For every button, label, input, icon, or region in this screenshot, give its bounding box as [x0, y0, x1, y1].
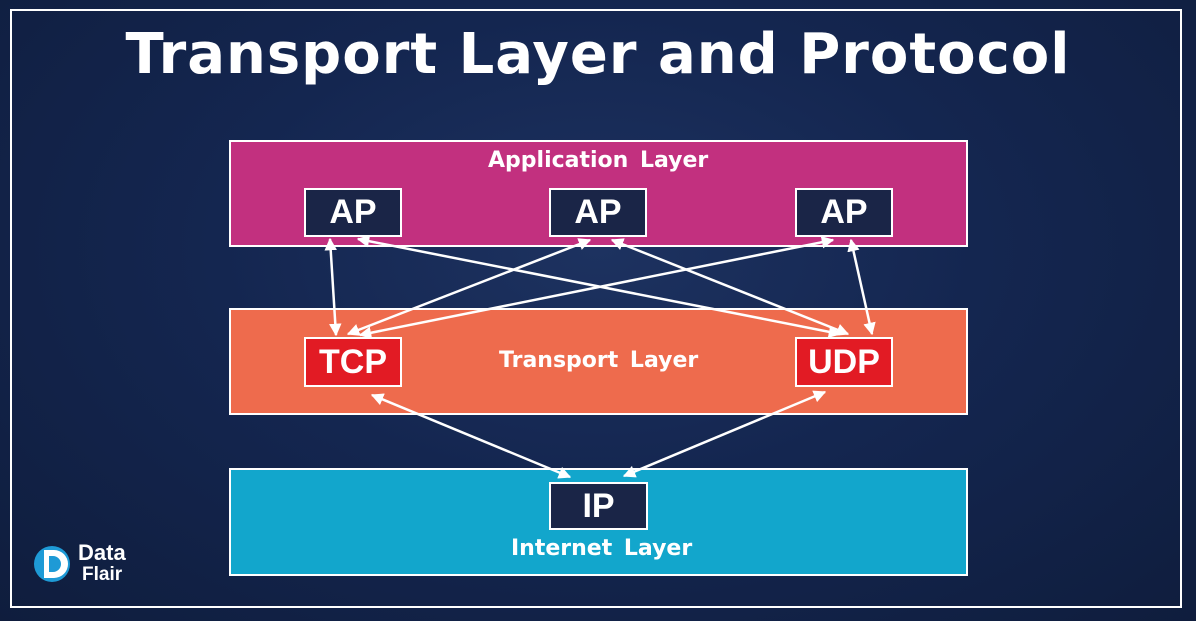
ap-node-3: AP [795, 188, 893, 237]
arrow-ap1-tcp [324, 237, 342, 337]
tcp-node: TCP [304, 337, 402, 387]
logo-text-data: Data [78, 540, 126, 565]
ip-node: IP [549, 482, 648, 530]
logo-text-flair: Flair [82, 564, 123, 585]
transport-layer-label: Transport Layer [499, 348, 699, 373]
arrow-udp-ip [622, 390, 827, 478]
arrow-ap2-tcp [346, 238, 592, 336]
arrow-ap3-udp [847, 238, 876, 336]
outer-frame [10, 9, 1182, 608]
ap-node-2: AP [549, 188, 647, 237]
arrow-tcp-ip [370, 393, 572, 479]
dataflair-logo: Data Flair [30, 538, 160, 590]
dataflair-d-icon [34, 546, 70, 582]
application-layer-label: Application Layer [488, 148, 709, 173]
udp-node: UDP [795, 337, 893, 387]
ap-node-1: AP [304, 188, 402, 237]
arrow-ap2-udp [610, 238, 850, 336]
internet-layer-label: Internet Layer [511, 536, 693, 561]
page-title: Transport Layer and Protocol [125, 22, 1071, 87]
arrow-ap3-tcp [358, 236, 835, 339]
